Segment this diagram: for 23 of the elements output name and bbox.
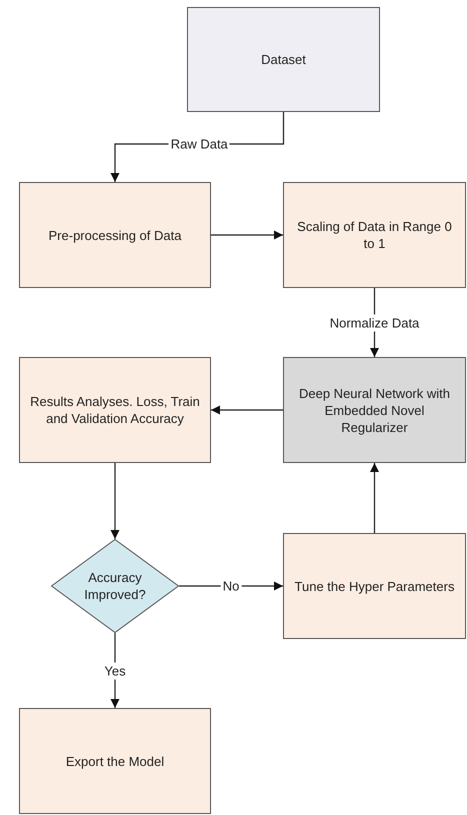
arrow (211, 406, 283, 414)
process-box (283, 357, 466, 463)
process-box (283, 533, 466, 639)
arrow (110, 463, 120, 539)
process-box (19, 182, 211, 288)
node-label: Dataset (261, 51, 306, 68)
node-label: Scaling of Data in Range 0 to 1 (296, 218, 453, 252)
arrow (211, 230, 283, 240)
node-label: Export the Model (66, 752, 164, 770)
node-label: Tune the Hyper Parameters (294, 578, 454, 594)
arrow (370, 463, 379, 533)
node-label: Results Analyses. Loss, Train and Validation Accuracy (29, 393, 201, 427)
edge-label: Normalize Data (328, 314, 422, 331)
arrow (179, 582, 283, 590)
decision-diamond (51, 539, 179, 633)
node-label: Deep Neural Network with Embedded Novel Regularizer (298, 384, 451, 436)
process-box (19, 708, 211, 814)
process-box (283, 182, 466, 288)
node-label: Accuracy Improved? (83, 569, 147, 603)
process-box (19, 357, 211, 463)
process-box (187, 7, 380, 112)
edge-label: Yes (102, 662, 128, 679)
node-label: Pre-processing of Data (48, 226, 182, 244)
